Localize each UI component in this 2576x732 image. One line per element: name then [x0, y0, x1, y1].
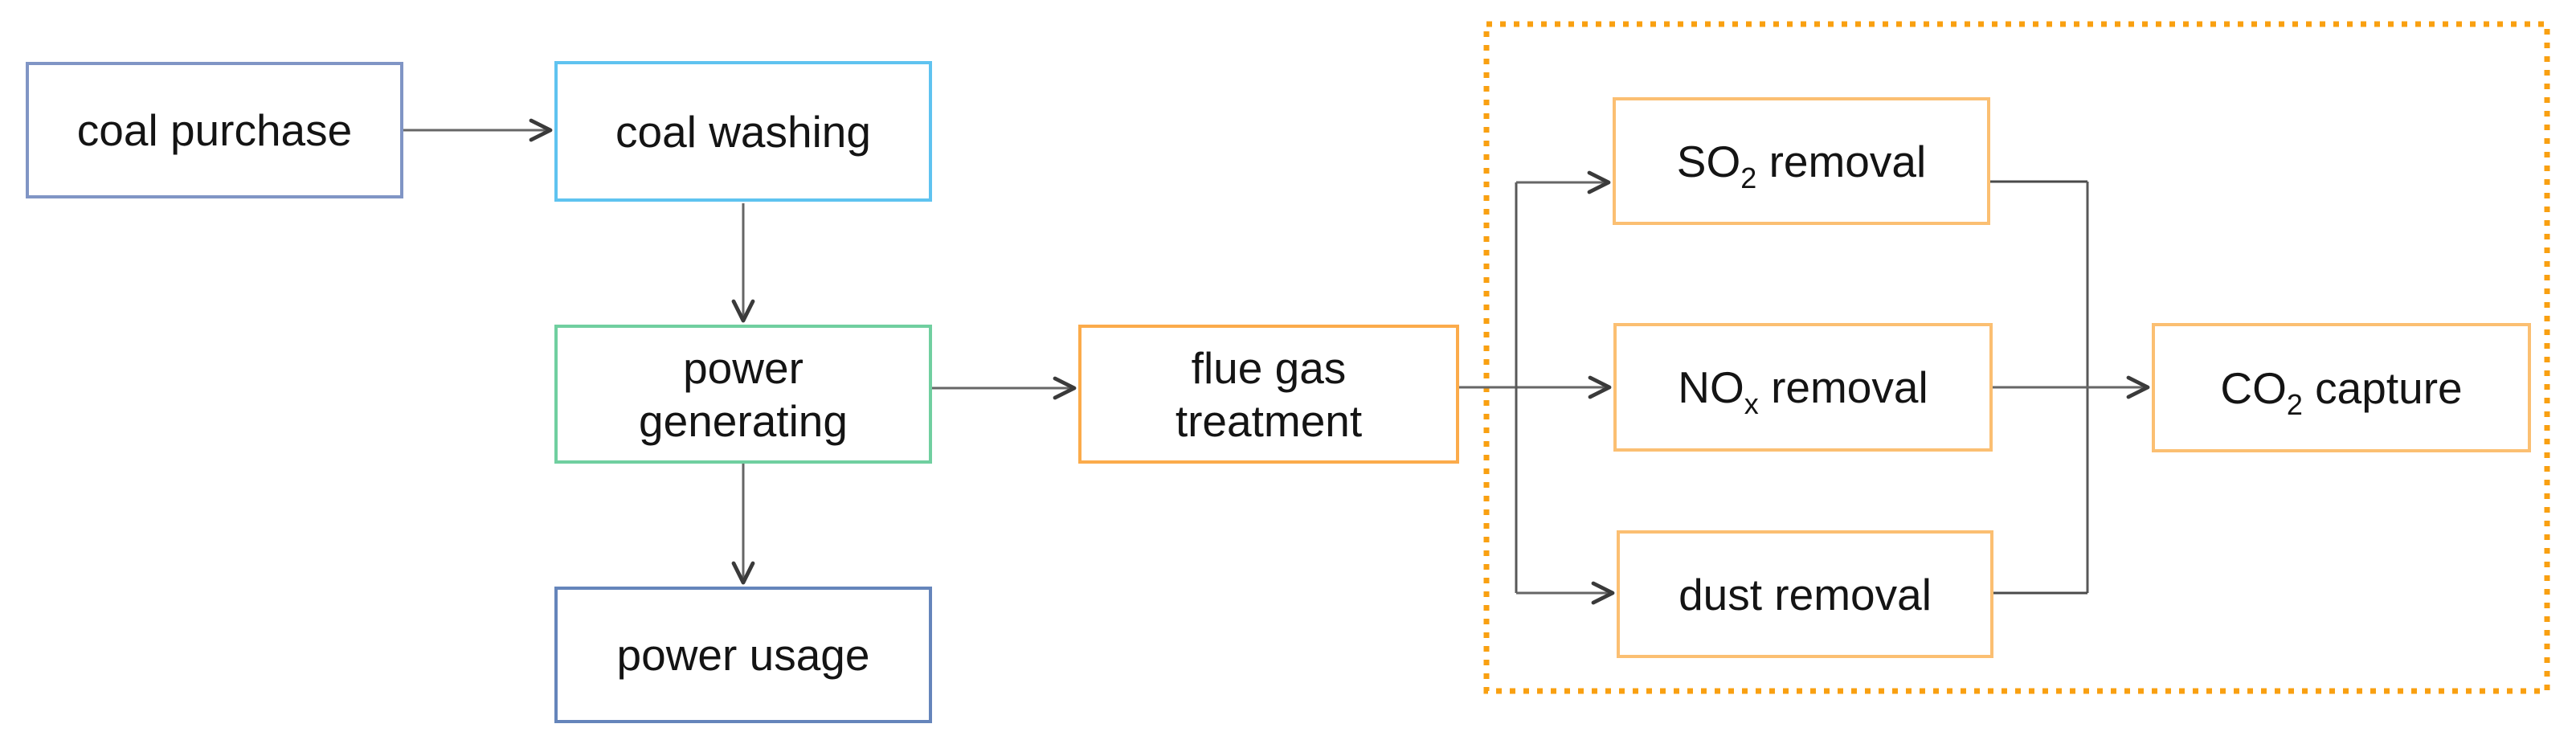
node-so2-removal: SO2 removal	[1613, 97, 1990, 225]
node-coal-washing: coal washing	[554, 61, 932, 202]
node-coal-washing-label: coal washing	[615, 106, 871, 157]
node-nox-removal-label: NOx removal	[1678, 362, 1928, 420]
node-power-usage: power usage	[554, 587, 932, 723]
node-so2-removal-label: SO2 removal	[1676, 136, 1927, 194]
node-co2-capture-label: CO2 capture	[2220, 362, 2463, 421]
node-flue-gas-treatment: flue gas treatment	[1078, 325, 1459, 464]
node-coal-purchase-label: coal purchase	[76, 105, 353, 155]
node-dust-removal-label: dust removal	[1678, 569, 1932, 620]
node-power-generating-label: power generating	[639, 342, 848, 446]
node-power-usage-label: power usage	[616, 630, 870, 680]
node-co2-capture: CO2 capture	[2152, 323, 2531, 452]
node-dust-removal: dust removal	[1617, 530, 1993, 658]
node-coal-purchase: coal purchase	[26, 62, 403, 198]
node-nox-removal: NOx removal	[1613, 323, 1993, 452]
node-power-generating: power generating	[554, 325, 932, 464]
node-flue-gas-treatment-label: flue gas treatment	[1175, 342, 1363, 446]
dotted-treatment-container	[1483, 21, 2550, 694]
